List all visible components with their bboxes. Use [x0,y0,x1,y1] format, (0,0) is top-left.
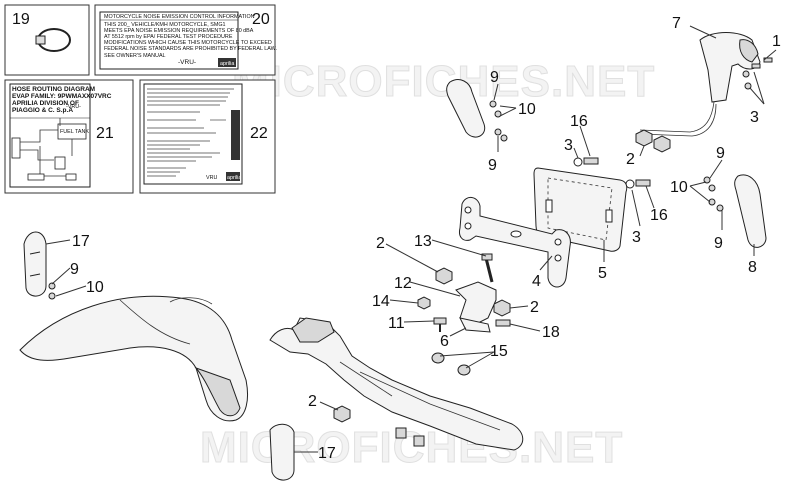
part-15-spacers [431,352,471,376]
callout-10-left: 10 [518,101,536,118]
callout-2-mid-right: 2 [530,299,539,316]
callout-3-right: 3 [632,229,641,246]
callout-17-top: 17 [72,233,90,250]
decal-20-line-7: SEE OWNER'S MANUAL [104,53,166,59]
watermark-bottom: MICROFICHES.NET [200,423,623,472]
callout-12: 12 [394,275,412,292]
callout-19: 19 [12,11,30,28]
part-rear-mudguard [269,317,524,451]
decal-20-line-4: AT 5512 rpm by EPA/ FEDERAL TEST PROCEDU… [104,34,233,40]
decal-21-hose-routing: HOSE ROUTING DIAGRAM EVAP FAMILY: 9PWMAX… [4,79,134,194]
decal-21-line-1: HOSE ROUTING DIAGRAM [12,86,95,93]
part-front-fender [19,295,249,422]
callout-11: 11 [388,315,405,332]
part-1-screws [742,57,773,90]
callout-8: 8 [748,259,757,276]
callout-1: 1 [772,33,781,50]
callout-10-front: 10 [86,279,104,296]
decal-21-code: -VRU- [66,104,81,110]
decal-20-code: -VRU- [178,59,196,66]
callout-9-lower-left: 9 [488,157,497,174]
decal-20-line-1: MOTORCYCLE NOISE EMISSION CONTROL INFORM… [104,14,255,20]
part-18-screw [495,319,511,327]
callout-17-bottom: 17 [318,445,336,462]
decal-20-line-6: FEDERAL NOISE STANDARDS ARE PROHIBITED B… [104,46,277,52]
decal-20-line-5: MODIFICATIONS WHICH CAUSE THIS MOTORCYCL… [104,40,272,46]
leader-lines [45,25,777,453]
callout-2-top: 2 [626,151,635,168]
callout-2-bottom: 2 [308,393,317,410]
callout-10-right: 10 [670,179,688,196]
callout-3-top: 3 [750,109,759,126]
callout-7: 7 [672,15,681,32]
callout-9-lower-right: 9 [714,235,723,252]
part-2-clip-lower [333,405,351,423]
decal-21-line-4: PIAGGIO & C. S.p.A [12,107,73,114]
watermark-top: MICROFICHES.NET [232,57,655,106]
decal-21-tank-label: FUEL TANK [60,129,89,135]
part-2-nuts-upper [635,129,671,153]
callout-16-right: 16 [650,207,668,224]
callout-18: 18 [542,324,560,341]
callout-6: 6 [440,333,449,350]
decal-20-noise-emission: MOTORCYCLE NOISE EMISSION CONTROL INFORM… [94,4,277,76]
decal-22-brand: aprilia [227,175,241,181]
part-17-front-reflector [23,231,56,300]
part-7-license-light-housing [639,32,761,137]
decal-20-line-2: THIS 200_ VEHICLE/KMH MOTORCYCLE, SMG1 [104,22,226,28]
decal-20-line-3: MEETS EPA NOISE EMISSION REQUIREMENTS OF… [104,28,254,34]
part-17-rear-reflector-bottom [269,423,295,481]
callout-20: 20 [252,11,270,28]
callout-22: 22 [250,125,268,142]
callout-13: 13 [414,233,432,250]
part-8-right-reflector [703,174,767,248]
callouts: 19 20 21 22 7 1 3 9 10 9 16 3 2 9 10 9 8… [12,11,781,462]
part-4-support-bracket [459,197,571,288]
callout-9-top-left: 9 [490,69,499,86]
decal-22-emission-info: VRU aprilia [139,79,276,194]
decal-20-brand: aprilia [220,61,234,67]
callout-9-front: 9 [70,261,79,278]
callout-2-mid-left: 2 [376,235,385,252]
part-left-reflector [446,79,508,142]
callout-16-top: 16 [570,113,588,130]
decal-21-line-3: APRILIA DIVISION OF [12,100,79,107]
callout-9-top-right: 9 [716,145,725,162]
part-14-nut [417,296,431,310]
part-19-hose-clamp [4,4,90,76]
part-12-bracket [455,281,497,327]
callout-14: 14 [372,293,390,310]
part-6-rubber-plate [459,317,491,333]
callout-21: 21 [96,125,114,142]
part-16-bolts [573,157,651,189]
callout-5: 5 [598,265,607,282]
part-13-bolt [481,253,494,283]
callout-4: 4 [532,273,541,290]
decal-21-line-2: EVAP FAMILY: 9PWMAXX07VRC [12,93,112,100]
part-2-nuts-mid [435,267,511,317]
callout-3-mid: 3 [564,137,573,154]
callout-15: 15 [490,343,508,360]
decal-22-code: VRU [206,175,217,181]
part-11-screw [433,317,447,332]
